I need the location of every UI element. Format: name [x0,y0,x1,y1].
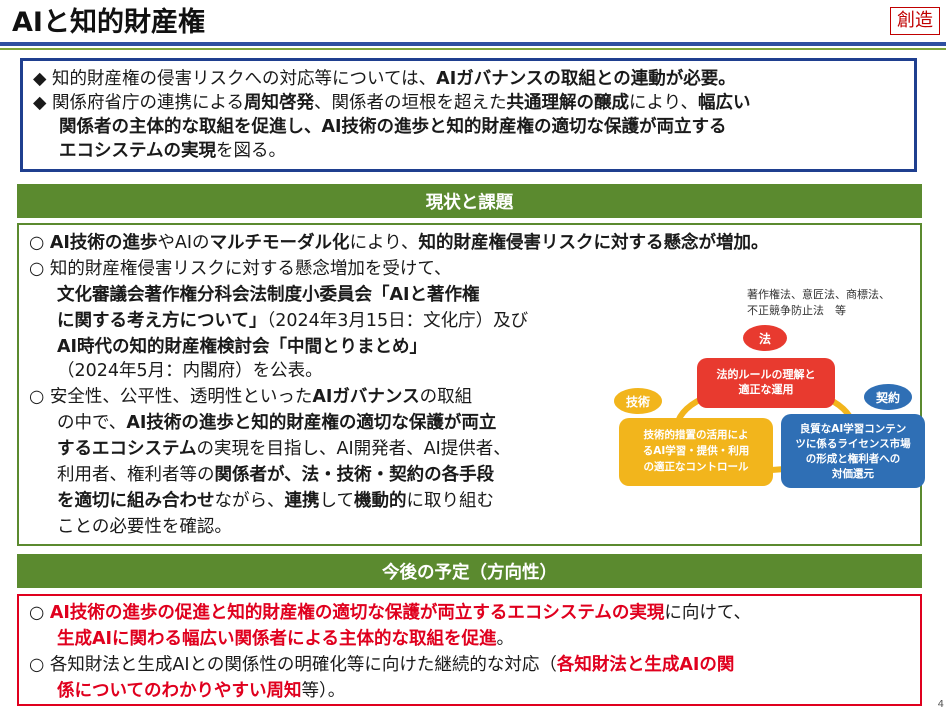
svg-text:るAI学習・提供・利用: るAI学習・提供・利用 [643,444,750,457]
svg-text:の形成と権利者への: の形成と権利者への [806,452,901,465]
summary-line-4: エコシステムの実現を図る。 [59,141,286,161]
circle-bullet-icon: ○ [29,233,45,253]
svg-text:技術: 技術 [626,394,650,409]
page-number: 4 [937,699,944,710]
circle-bullet-icon: ○ [29,387,45,407]
law-box [697,358,835,408]
section-heading-status: 現状と課題 [17,184,922,218]
diamond-bullet-icon: ◆ [33,93,47,113]
summary-line-3: 関係者の主体的な取組を促進し、AI技術の進歩と知的財産権の適切な保護が両立する [59,117,727,137]
summary-line-1: ◆ 知的財産権の侵害リスクへの対応等については、AIガバナンスの取組との連動が必… [33,69,736,89]
svg-text:良質なAI学習コンテン: 良質なAI学習コンテン [800,422,907,435]
future-box: ○ AI技術の進歩の促進と知的財産権の適切な保護が両立するエコシステムの実現に向… [17,594,922,706]
category-badge: 創造 [890,7,940,35]
status-point-3: ○ 安全性、公平性、透明性といったAIガバナンスの取組 [29,387,473,407]
tech-box [619,418,773,486]
contract-tag [864,384,912,410]
svg-text:適正な運用: 適正な運用 [739,382,794,396]
svg-text:対価還元: 対価還元 [831,467,874,480]
law-tag [743,325,787,351]
header-rule-green [0,48,946,50]
header-rule-blue [0,42,946,46]
diamond-bullet-icon: ◆ [33,69,47,89]
section-heading-future: 今後の予定（方向性） [17,554,922,588]
circle-bullet-icon: ○ [29,603,45,623]
contract-box [781,414,925,488]
status-point-1: ○ AI技術の進歩やAIのマルチモーダル化により、知的財産権侵害リスクに対する懸… [29,233,769,253]
svg-text:ツに係るライセンス市場: ツに係るライセンス市場 [795,437,911,450]
svg-text:契約: 契約 [875,390,900,405]
summary-box: ◆ 知的財産権の侵害リスクへの対応等については、AIガバナンスの取組との連動が必… [20,58,917,172]
future-point-2: ○ 各知財法と生成AIとの関係性の明確化等に向けた継続的な対応（各知財法と生成A… [29,655,735,675]
diagram-note-line-2: 不正競争防止法 等 [747,303,846,317]
status-point-2: ○ 知的財産権侵害リスクに対する懸念増加を受けて、 [29,259,452,279]
tech-tag [614,388,662,414]
page-title: AIと知的財産権 [12,7,205,38]
svg-text:法: 法 [759,331,771,346]
status-box: ○ AI技術の進歩やAIのマルチモーダル化により、知的財産権侵害リスクに対する懸… [17,223,922,546]
svg-text:の適正なコントロール: の適正なコントロール [644,460,749,473]
diagram-note-line-1: 著作権法、意匠法、商標法、 [747,287,890,301]
circle-bullet-icon: ○ [29,655,45,675]
future-point-1: ○ AI技術の進歩の促進と知的財産権の適切な保護が両立するエコシステムの実現に向… [29,603,752,623]
summary-line-2: ◆ 関係府省庁の連携による周知啓発、関係者の垣根を超えた共通理解の醸成により、幅… [33,93,751,113]
svg-text:技術的措置の活用によ: 技術的措置の活用によ [644,428,749,441]
law-tech-contract-diagram: 著作権法、意匠法、商標法、 不正競争防止法 等 法的ルールの理解と 適正な運用 … [614,287,925,488]
svg-text:法的ルールの理解と: 法的ルールの理解と [717,367,816,381]
circle-bullet-icon: ○ [29,259,45,279]
